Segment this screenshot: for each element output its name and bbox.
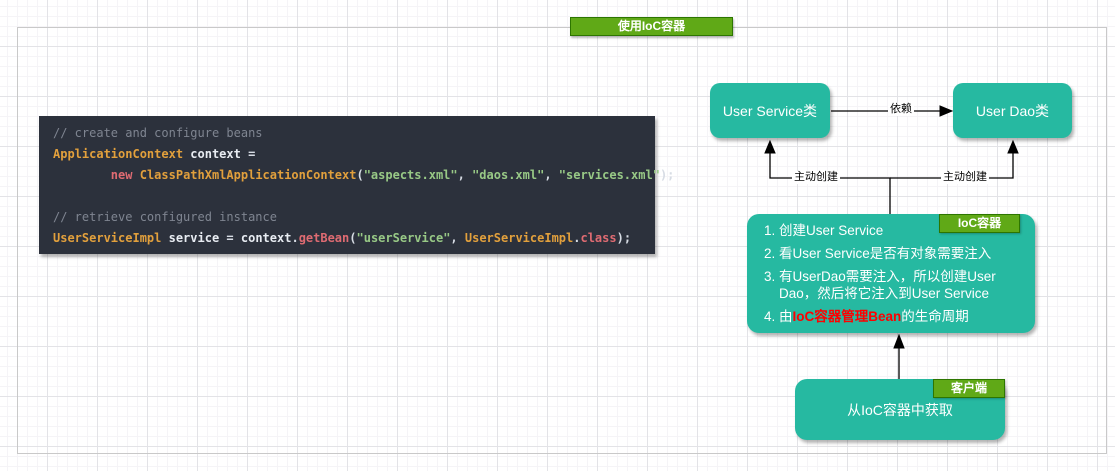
user-service-class-box[interactable]: User Service类 xyxy=(710,83,830,138)
code-line: UserServiceImpl service = context.getBea… xyxy=(53,231,632,245)
step-item: 创建User Service xyxy=(779,222,1029,239)
step-text: 由 xyxy=(779,309,793,324)
dependency-edge-label[interactable]: 依赖 xyxy=(888,103,914,116)
step-text-highlight: IoC容器管理Bean xyxy=(792,309,902,324)
code-line: // create and configure beans xyxy=(53,126,263,140)
step-text: 有UserDao需要注入，所以创建User Dao，然后将它注入到User Se… xyxy=(779,269,996,301)
user-dao-class-box[interactable]: User Dao类 xyxy=(953,83,1072,138)
code-line: // retrieve configured instance xyxy=(53,210,277,224)
code-line xyxy=(53,186,655,207)
step-item: 由IoC容器管理Bean的生命周期 xyxy=(779,308,1029,325)
steps-list: 创建User Service 看User Service是否有对象需要注入 有U… xyxy=(755,222,1029,325)
page-boundary xyxy=(17,27,1107,454)
step-item: 有UserDao需要注入，所以创建User Dao，然后将它注入到User Se… xyxy=(779,268,1029,302)
step-item: 看User Service是否有对象需要注入 xyxy=(779,245,1029,262)
ioc-container-tag[interactable]: IoC容器 xyxy=(939,214,1020,233)
client-tag[interactable]: 客户端 xyxy=(933,379,1005,398)
ioc-container-steps-box[interactable]: 创建User Service 看User Service是否有对象需要注入 有U… xyxy=(747,214,1035,333)
title-banner[interactable]: 使用IoC容器 xyxy=(570,17,733,36)
code-line: new ClassPathXmlApplicationContext("aspe… xyxy=(110,168,675,182)
step-text: 的生命周期 xyxy=(901,309,969,324)
create-left-edge-label[interactable]: 主动创建 xyxy=(792,171,840,184)
code-line: ApplicationContext context = xyxy=(53,147,256,161)
create-right-edge-label[interactable]: 主动创建 xyxy=(941,171,989,184)
step-text: 看User Service是否有对象需要注入 xyxy=(779,246,992,261)
step-text: 创建User Service xyxy=(779,223,884,238)
